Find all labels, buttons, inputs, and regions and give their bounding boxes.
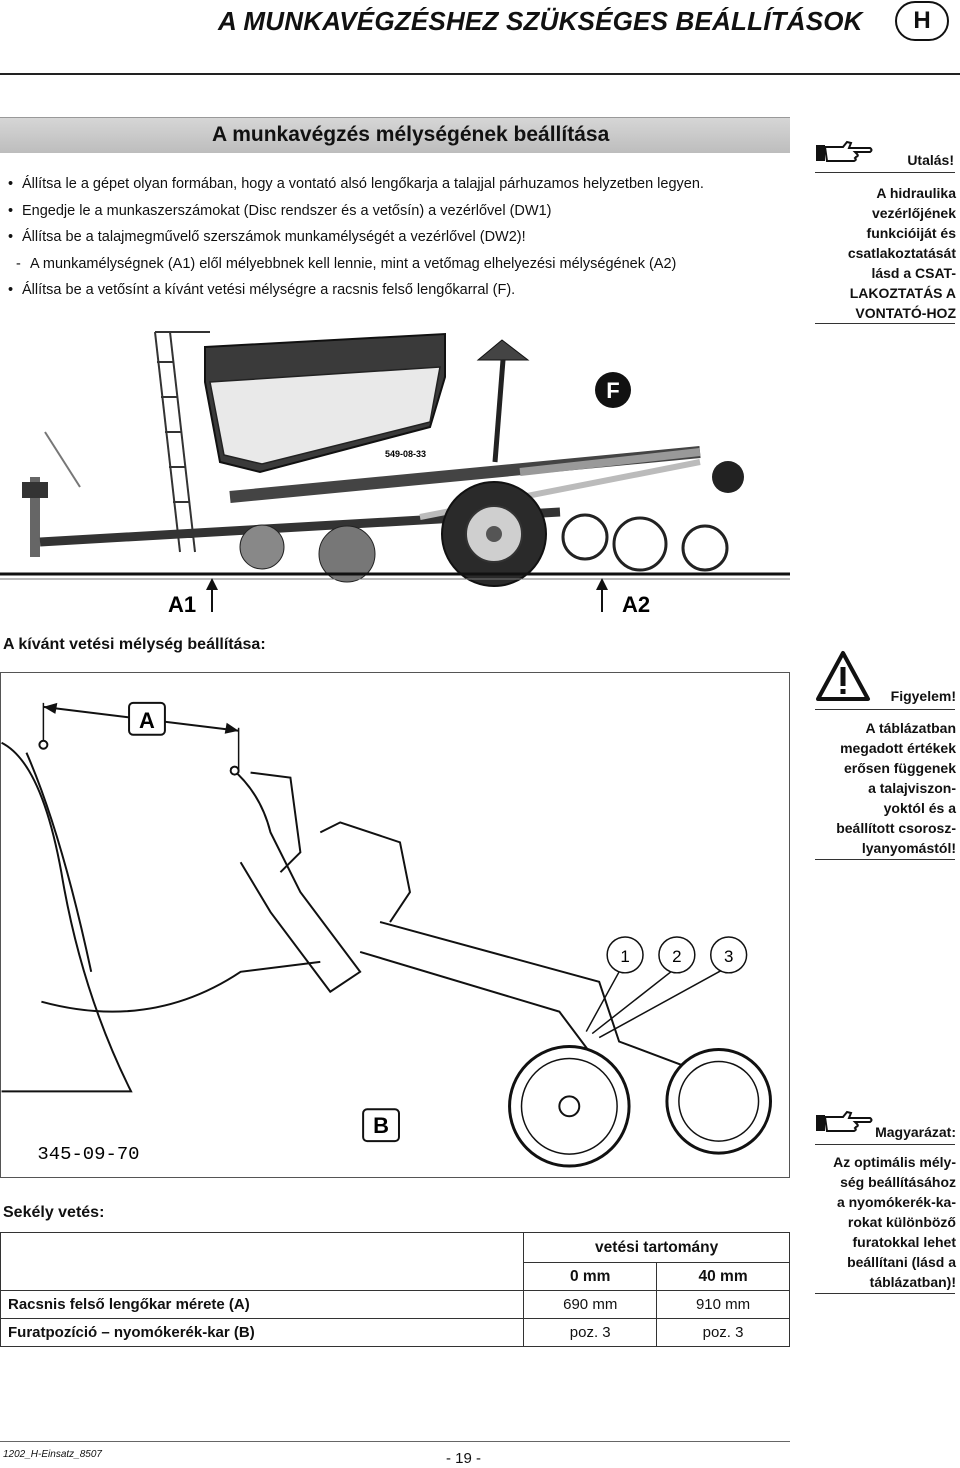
label-a2: A2 bbox=[622, 592, 650, 617]
shallow-sowing-label: Sekély vetés: bbox=[3, 1204, 105, 1221]
document-code: 1202_H-Einsatz_8507 bbox=[3, 1449, 102, 1460]
diagram-code-lower: 345-09-70 bbox=[37, 1143, 139, 1165]
column-header-0mm: 0 mm bbox=[523, 1262, 658, 1291]
page-header-title: A MUNKAVÉGZÉSHEZ SZÜKSÉGES BEÁLLÍTÁSOK bbox=[218, 6, 863, 36]
warning-bottom-divider bbox=[815, 859, 955, 860]
section-title-bar: A munkavégzés mélységének beállítása bbox=[0, 117, 790, 153]
position-label-2: 2 bbox=[672, 947, 681, 966]
label-f: F bbox=[606, 378, 619, 403]
seed-drill-side-view-diagram: 549-08-33 F A1 A2 bbox=[0, 331, 790, 617]
list-item: -A munkamélységnek (A1) elől mélyebbnek … bbox=[16, 255, 677, 272]
list-item: •Engedje le a munkaszerszámokat (Disc re… bbox=[8, 202, 552, 219]
explanation-divider bbox=[815, 1144, 955, 1145]
warning-divider bbox=[815, 709, 955, 710]
position-label-3: 3 bbox=[724, 947, 733, 966]
label-a: A bbox=[139, 708, 155, 733]
language-badge: H bbox=[895, 1, 949, 41]
hint-bottom-divider bbox=[815, 323, 955, 324]
table-row: Racsnis felső lengőkar mérete (A) 690 mm… bbox=[0, 1290, 790, 1319]
hint-divider bbox=[815, 172, 955, 173]
position-label-1: 1 bbox=[620, 947, 629, 966]
warning-title: Figyelem! bbox=[890, 688, 956, 704]
label-b: B bbox=[373, 1113, 389, 1138]
page-number: - 19 - bbox=[446, 1450, 482, 1467]
explanation-bottom-divider bbox=[815, 1293, 955, 1294]
warning-triangle-icon bbox=[815, 650, 871, 707]
range-header: vetési tartomány bbox=[523, 1232, 790, 1263]
depth-setting-diagram: A 1 2 3 B 345-09-70 bbox=[0, 672, 790, 1178]
list-item: •Állítsa le a gépet olyan formában, hogy… bbox=[8, 176, 704, 192]
column-header-40mm: 40 mm bbox=[656, 1262, 790, 1291]
table-row: Furatpozíció – nyomókerék-kar (B) poz. 3… bbox=[0, 1318, 790, 1347]
section-title: A munkavégzés mélységének beállítása bbox=[212, 123, 610, 146]
footer-divider bbox=[0, 1441, 790, 1442]
pointing-hand-icon bbox=[815, 1108, 873, 1141]
sub-heading: A kívánt vetési mélység beállítása: bbox=[3, 636, 266, 653]
header-divider bbox=[0, 73, 960, 75]
pointing-hand-icon bbox=[815, 138, 873, 171]
diagram-code-upper: 549-08-33 bbox=[385, 449, 426, 459]
list-item: •Állítsa be a talajmegművelő szerszámok … bbox=[8, 229, 526, 245]
explanation-title: Magyarázat: bbox=[875, 1124, 956, 1140]
depth-settings-table: vetési tartomány 0 mm 40 mm Racsnis fels… bbox=[0, 1232, 790, 1347]
list-item: •Állítsa be a vetősínt a kívánt vetési m… bbox=[8, 282, 516, 298]
label-a1: A1 bbox=[168, 592, 196, 617]
hint-title: Utalás! bbox=[907, 152, 954, 168]
instruction-list: •Állítsa le a gépet olyan formában, hogy… bbox=[8, 171, 788, 304]
